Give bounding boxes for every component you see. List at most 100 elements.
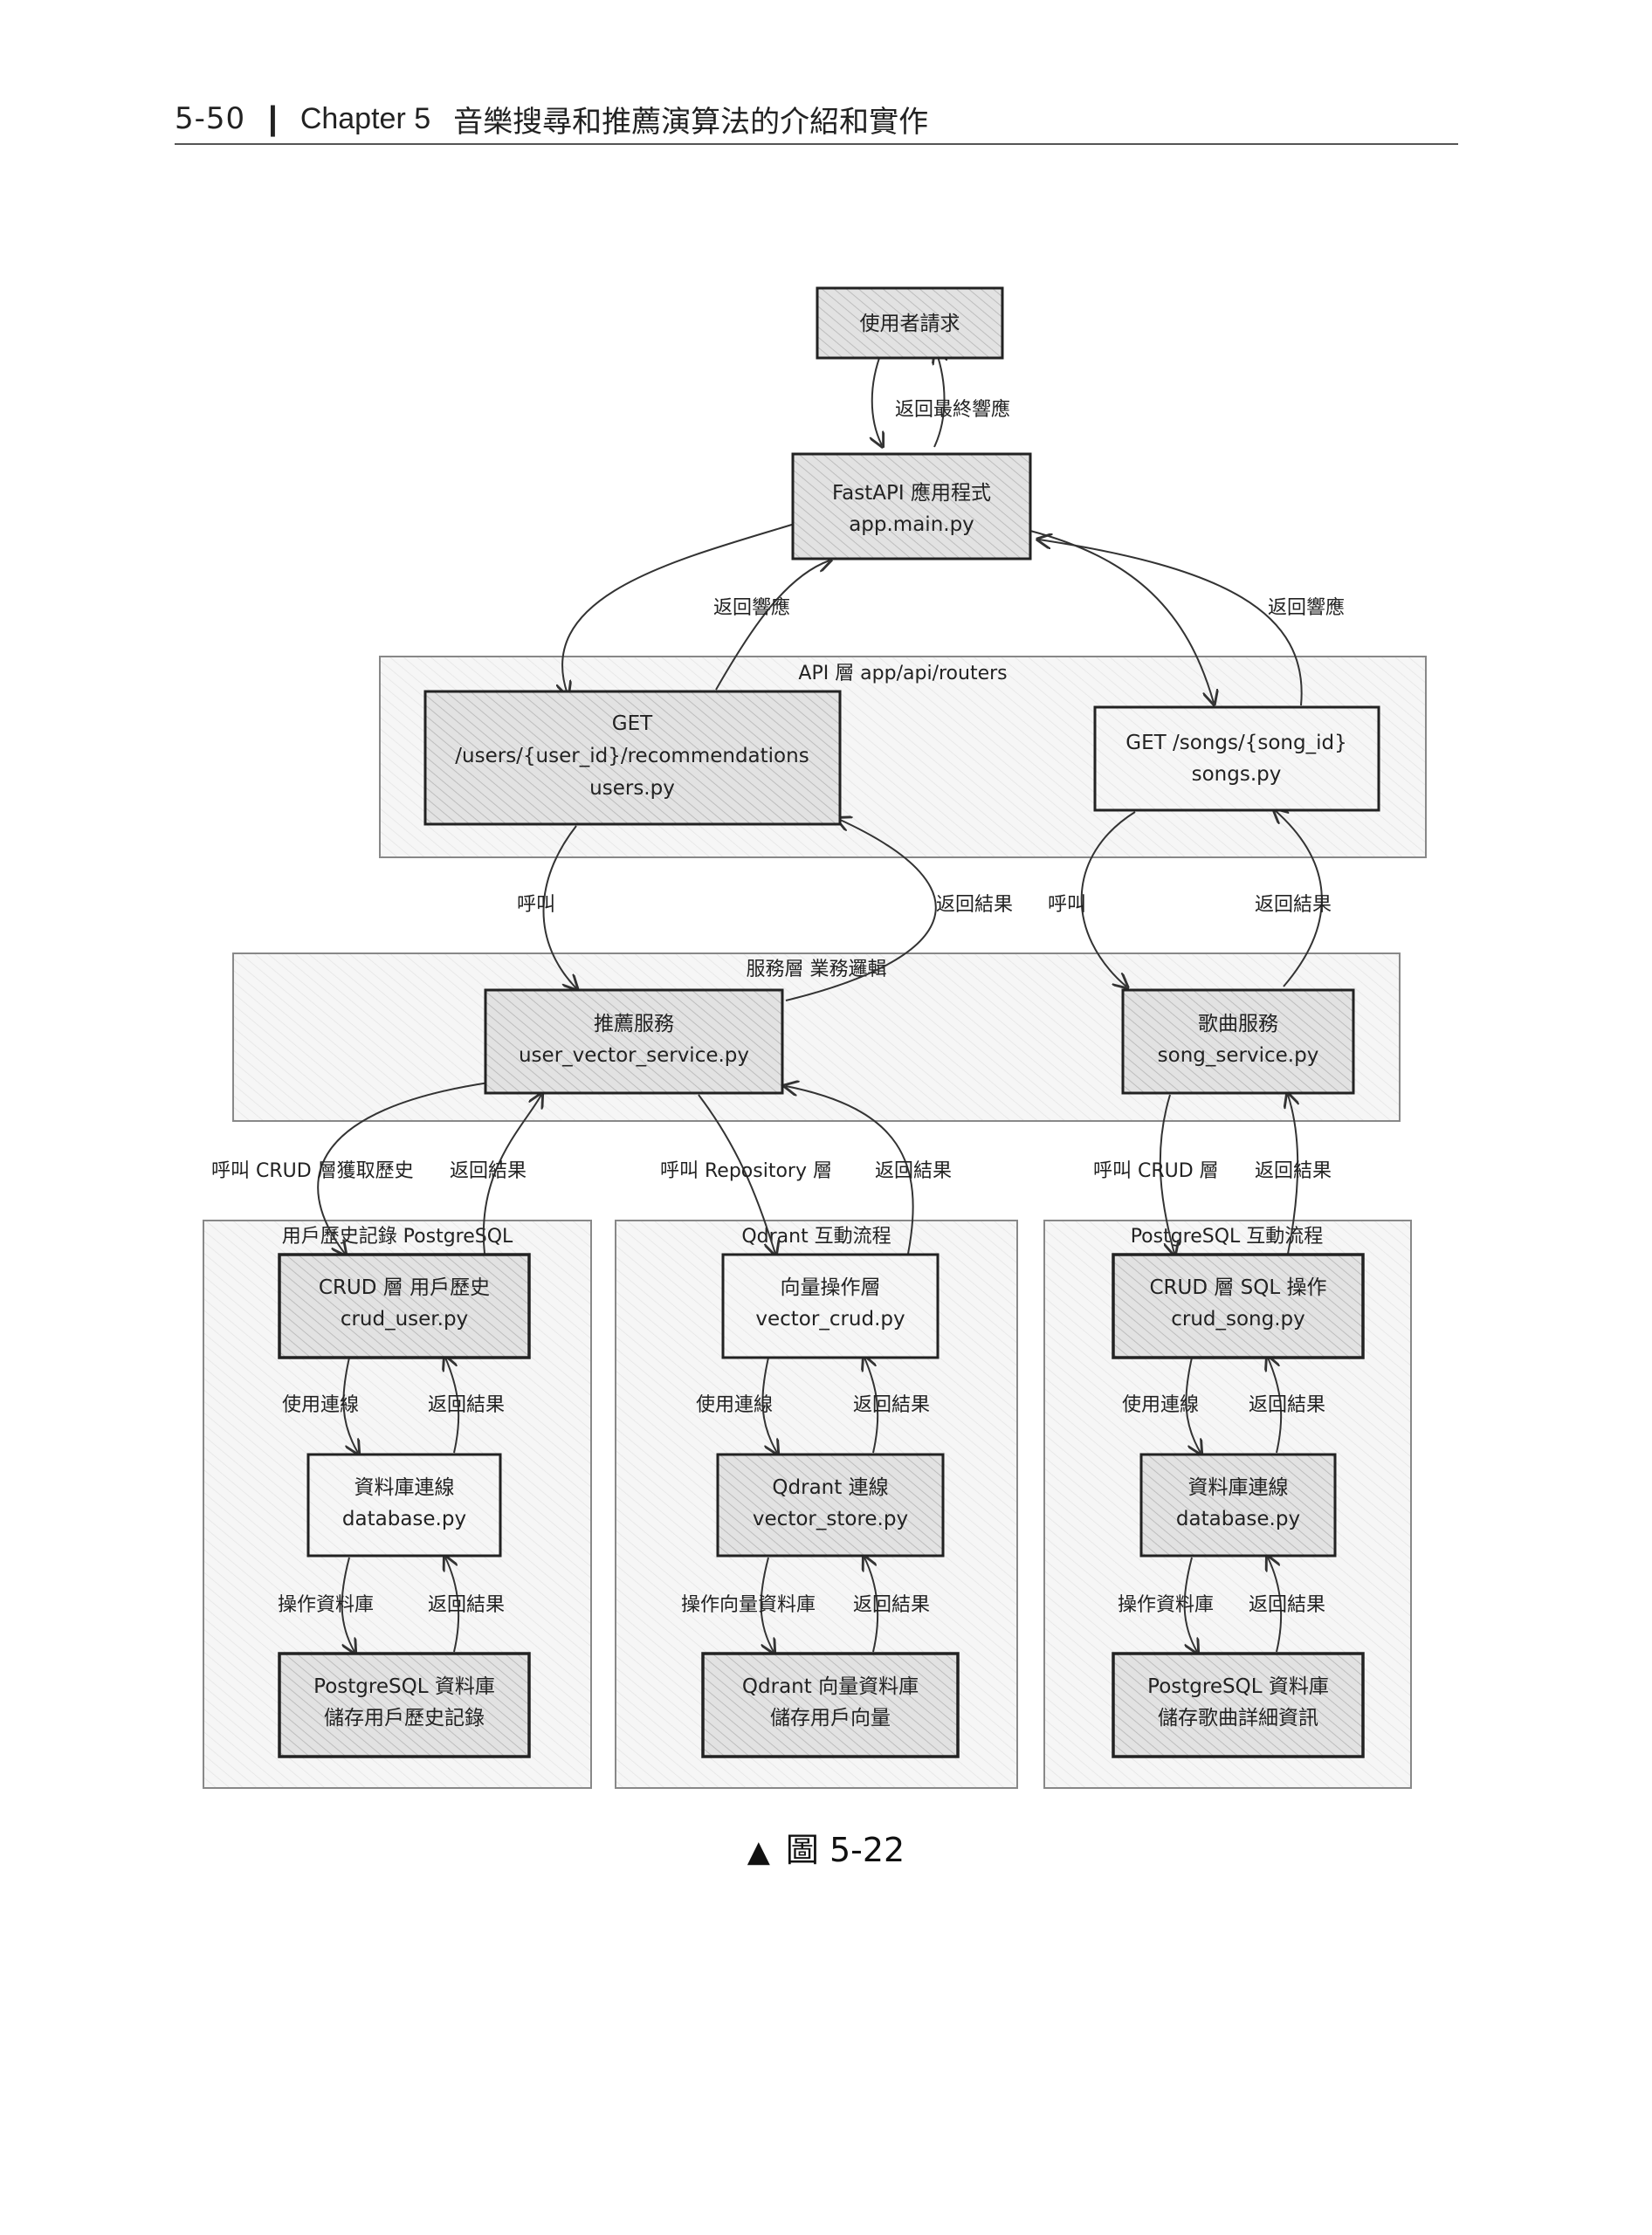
edge-db-3-back (1268, 1558, 1283, 1653)
edge-label: 使用連線 (696, 1394, 773, 1416)
node-file: song_service.py (1158, 1044, 1319, 1067)
edge-final-response (934, 351, 945, 448)
edge-label: 使用連線 (1122, 1394, 1199, 1416)
edge-label: 呼叫 (517, 894, 555, 916)
edge-db-2-back (864, 1558, 879, 1653)
edge-label: 返回結果 (853, 1394, 930, 1416)
node-label: 歌曲服務 (1198, 1013, 1278, 1035)
edge-users-response (715, 560, 829, 691)
node-vector-crud: 向量操作層 vector_crud.py (721, 1253, 940, 1359)
node-crud-song: CRUD 層 SQL 操作 crud_song.py (1112, 1253, 1365, 1359)
caption-text: 圖 5-22 (785, 1831, 905, 1869)
node-qdrant-conn: Qdrant 連線 vector_store.py (716, 1453, 945, 1558)
node-db-conn-left: 資料庫連線 database.py (306, 1453, 502, 1558)
group-label: 用戶歷史記錄 PostgreSQL (282, 1226, 513, 1248)
chapter-label: Chapter 5 (299, 101, 431, 135)
node-qdrant-db: Qdrant 向量資料庫 儲存用戶向量 (701, 1652, 960, 1758)
edge-app-to-users (562, 523, 795, 694)
node-crud-user: CRUD 層 用戶歷史 crud_user.py (278, 1253, 531, 1359)
edge-db-2 (760, 1557, 774, 1652)
node-desc: 儲存歌曲詳細資訊 (1158, 1707, 1318, 1730)
edge-label: 呼叫 CRUD 層 (1093, 1160, 1219, 1182)
node-label: 向量操作層 (781, 1276, 881, 1299)
edge-users-call (542, 825, 577, 988)
node-file: users.py (589, 777, 675, 800)
node-pg-songs: PostgreSQL 資料庫 儲存歌曲詳細資訊 (1112, 1652, 1365, 1758)
edge-labels: 返回最終響應 返回響應 返回響應 呼叫 返回結果 呼叫 返回結果 呼叫 CRUD… (211, 398, 1345, 1616)
architecture-diagram: API 層 app/api/routers 服務層 業務邏輯 用戶歷史記錄 Po… (203, 286, 1427, 1789)
node-label: 資料庫連線 (354, 1476, 455, 1499)
caption-marker: ▲ (747, 1834, 770, 1869)
node-songs-router: GET /songs/{song_id} songs.py (1093, 705, 1380, 812)
node-file: app.main.py (849, 513, 974, 536)
edge-result-crud-history (482, 1095, 541, 1255)
edge-label: 返回結果 (875, 1160, 952, 1182)
node-pg-history: PostgreSQL 資料庫 儲存用戶歷史記錄 (278, 1652, 531, 1758)
chapter-title: 音樂搜尋和推薦演算法的介紹和實作 (453, 105, 929, 139)
edge-conn-1 (342, 1357, 358, 1453)
node-desc: 儲存用戶歷史記錄 (324, 1707, 485, 1730)
edge-db-1-back (445, 1558, 460, 1653)
node-fastapi-app: FastAPI 應用程式 app.main.py (791, 452, 1032, 560)
group-label: API 層 app/api/routers (798, 663, 1007, 684)
node-user-request: 使用者請求 (816, 286, 1004, 360)
group-label: Qdrant 互動流程 (741, 1226, 891, 1248)
page-header: 5-50 | Chapter 5 音樂搜尋和推薦演算法的介紹和實作 (175, 94, 1458, 145)
node-song-service: 歌曲服務 song_service.py (1121, 988, 1355, 1095)
edge-songs-call (1080, 811, 1136, 987)
figure-caption: ▲ 圖 5-22 (0, 1823, 1652, 1871)
edge-label: 返回最終響應 (895, 398, 1010, 421)
edge-label: 返回結果 (1249, 1594, 1325, 1616)
node-file: songs.py (1192, 763, 1282, 786)
edge-songs-response (1039, 540, 1303, 706)
edge-label: 返回結果 (853, 1594, 930, 1616)
group-label: PostgreSQL 互動流程 (1131, 1226, 1324, 1248)
node-file: user_vector_service.py (519, 1044, 749, 1067)
edge-conn-1-back (445, 1358, 460, 1454)
header-separator: | (268, 100, 278, 137)
node-label: GET (612, 712, 653, 735)
page-number: 5-50 (175, 101, 246, 136)
edge-label: 返回結果 (1255, 894, 1332, 916)
edge-conn-3-back (1268, 1358, 1283, 1454)
edge-label: 操作資料庫 (1118, 1594, 1214, 1616)
node-label: PostgreSQL 資料庫 (1147, 1675, 1329, 1698)
edge-label: 使用連線 (282, 1394, 359, 1416)
node-label: 資料庫連線 (1188, 1476, 1289, 1499)
edge-conn-3 (1185, 1357, 1201, 1453)
edge-label: 返回結果 (1255, 1160, 1332, 1182)
node-desc: 儲存用戶向量 (770, 1707, 891, 1730)
node-file: crud_user.py (341, 1308, 468, 1331)
edge-app-to-songs (1029, 530, 1214, 703)
node-label: Qdrant 向量資料庫 (742, 1675, 919, 1698)
edge-db-3 (1183, 1557, 1197, 1652)
edge-recommend-result (785, 819, 937, 1001)
node-file: database.py (342, 1508, 466, 1530)
node-label: CRUD 層 SQL 操作 (1149, 1276, 1326, 1299)
edge-label: 返回結果 (428, 1394, 505, 1416)
edge-request (872, 350, 882, 445)
node-file: vector_store.py (753, 1508, 908, 1530)
edge-label: 返回結果 (936, 894, 1013, 916)
edge-label: 返回結果 (1249, 1394, 1325, 1416)
edge-label: 操作資料庫 (278, 1594, 374, 1616)
node-label: GET /songs/{song_id} (1125, 732, 1346, 754)
node-recommend-service: 推薦服務 user_vector_service.py (484, 988, 784, 1095)
node-label: Qdrant 連線 (772, 1476, 888, 1499)
edge-label: 呼叫 (1048, 894, 1086, 916)
edge-conn-2 (761, 1357, 777, 1453)
node-label: CRUD 層 用戶歷史 (319, 1276, 490, 1299)
edge-call-crud-song (1159, 1094, 1174, 1254)
edge-label: 呼叫 CRUD 層獲取歷史 (211, 1160, 414, 1182)
node-file: database.py (1176, 1508, 1300, 1530)
edge-label: 返回響應 (1268, 596, 1345, 619)
node-file: vector_crud.py (755, 1308, 905, 1331)
edge-db-1 (341, 1557, 354, 1652)
node-label: FastAPI 應用程式 (832, 482, 991, 505)
edge-song-result (1275, 810, 1323, 987)
node-label: 推薦服務 (594, 1013, 674, 1035)
node-label: 使用者請求 (860, 313, 960, 335)
edge-label: 呼叫 Repository 層 (660, 1160, 832, 1182)
node-label: PostgreSQL 資料庫 (313, 1675, 495, 1698)
node-endpoint: /users/{user_id}/recommendations (455, 745, 809, 767)
